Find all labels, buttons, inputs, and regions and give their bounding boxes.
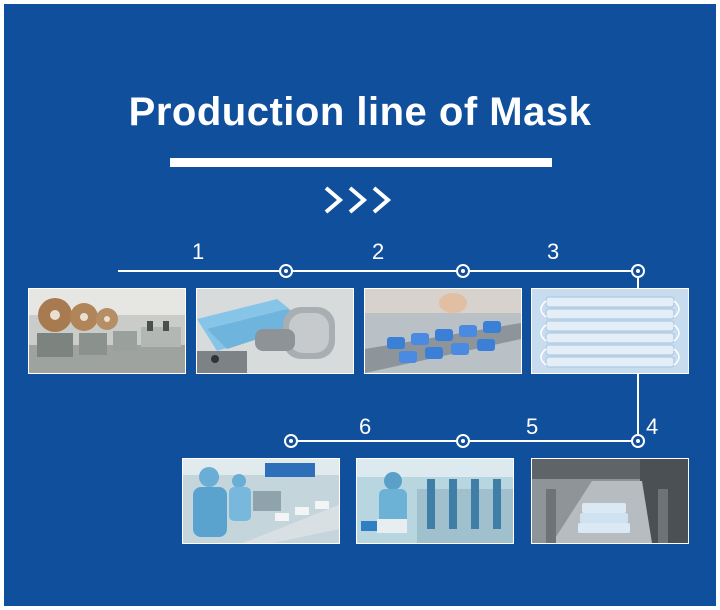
workers-production-line-photo (182, 458, 340, 544)
diagram-frame: Production line of Mask 1 2 3 4 5 6 (4, 4, 716, 606)
timeline-node-6 (284, 434, 298, 448)
raw-material-rolls-factory-photo (28, 288, 186, 374)
page-title: Production line of Mask (128, 90, 592, 134)
step-number-5: 5 (526, 414, 539, 439)
clean-room-line-photo (356, 458, 514, 544)
step-number-1: 1 (192, 239, 205, 264)
stacked-masks-photo (531, 288, 689, 374)
step-number-2: 2 (372, 239, 385, 264)
timeline-node-5 (456, 434, 470, 448)
timeline-node-2 (456, 264, 470, 278)
ear-loop-welding-machine-photo (196, 288, 354, 374)
step-number-3: 3 (547, 239, 560, 264)
timeline-node-4 (631, 434, 645, 448)
step-number-6: 6 (359, 414, 372, 439)
packaging-machine-photo (531, 458, 689, 544)
mask-conveyor-photo (364, 288, 522, 374)
timeline-node-3 (631, 264, 645, 278)
title-underline (170, 158, 552, 167)
top-timeline-line (118, 270, 638, 272)
triple-chevron-right-icon (324, 186, 392, 214)
timeline-node-1 (279, 264, 293, 278)
step-number-4: 4 (646, 414, 659, 439)
